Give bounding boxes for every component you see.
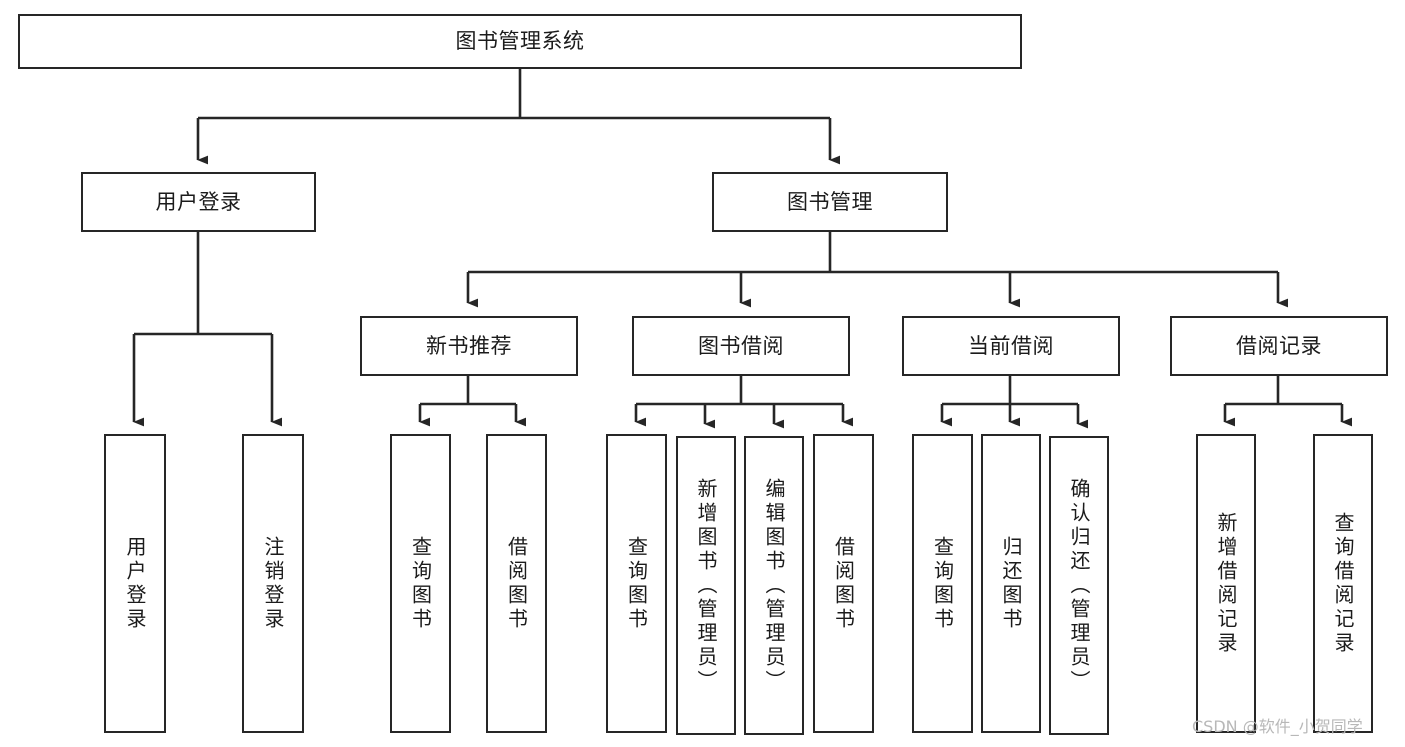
node-leaf-user-logout[interactable]: 注销登录 xyxy=(242,434,304,733)
node-borrow-record-label: 借阅记录 xyxy=(1236,333,1322,358)
node-leaf-user-logout-label: 注销登录 xyxy=(261,535,285,632)
node-borrow-record[interactable]: 借阅记录 xyxy=(1170,316,1388,376)
node-leaf-confirm-return[interactable]: 确认归还（管理员） xyxy=(1049,436,1109,735)
node-root[interactable]: 图书管理系统 xyxy=(18,14,1022,69)
node-leaf-return-book-label: 归还图书 xyxy=(999,535,1023,632)
node-leaf-user-login-label: 用户登录 xyxy=(123,535,147,632)
node-current-borrow-label: 当前借阅 xyxy=(968,333,1054,358)
node-leaf-query-record-label: 查询借阅记录 xyxy=(1331,511,1355,656)
node-book-borrow[interactable]: 图书借阅 xyxy=(632,316,850,376)
node-leaf-borrow-book-1[interactable]: 借阅图书 xyxy=(486,434,547,733)
node-leaf-add-book[interactable]: 新增图书（管理员） xyxy=(676,436,736,735)
node-leaf-query-record[interactable]: 查询借阅记录 xyxy=(1313,434,1373,733)
node-leaf-query-book-2[interactable]: 查询图书 xyxy=(606,434,667,733)
node-leaf-query-book-2-label: 查询图书 xyxy=(624,535,649,632)
node-leaf-user-login[interactable]: 用户登录 xyxy=(104,434,166,733)
node-leaf-add-record[interactable]: 新增借阅记录 xyxy=(1196,434,1256,733)
node-leaf-query-book-1[interactable]: 查询图书 xyxy=(390,434,451,733)
node-leaf-query-book-1-label: 查询图书 xyxy=(408,535,433,632)
node-leaf-edit-book[interactable]: 编辑图书（管理员） xyxy=(744,436,804,735)
node-root-label: 图书管理系统 xyxy=(455,29,585,54)
node-leaf-add-book-label: 新增图书（管理员） xyxy=(694,477,718,694)
node-leaf-edit-book-label: 编辑图书（管理员） xyxy=(762,477,786,694)
node-user-login[interactable]: 用户登录 xyxy=(81,172,316,232)
node-leaf-query-book-3[interactable]: 查询图书 xyxy=(912,434,973,733)
node-leaf-confirm-return-label: 确认归还（管理员） xyxy=(1067,477,1091,694)
node-leaf-borrow-book-2[interactable]: 借阅图书 xyxy=(813,434,874,733)
node-book-manage[interactable]: 图书管理 xyxy=(712,172,948,232)
node-leaf-borrow-book-1-label: 借阅图书 xyxy=(504,535,529,632)
node-user-login-label: 用户登录 xyxy=(155,189,242,214)
node-new-book-rec[interactable]: 新书推荐 xyxy=(360,316,578,376)
node-book-borrow-label: 图书借阅 xyxy=(698,333,784,358)
node-book-manage-label: 图书管理 xyxy=(787,189,873,214)
node-leaf-query-book-3-label: 查询图书 xyxy=(930,535,955,632)
node-current-borrow[interactable]: 当前借阅 xyxy=(902,316,1120,376)
node-leaf-add-record-label: 新增借阅记录 xyxy=(1214,511,1238,656)
node-leaf-borrow-book-2-label: 借阅图书 xyxy=(831,535,856,632)
node-new-book-rec-label: 新书推荐 xyxy=(426,333,512,358)
node-leaf-return-book[interactable]: 归还图书 xyxy=(981,434,1041,733)
